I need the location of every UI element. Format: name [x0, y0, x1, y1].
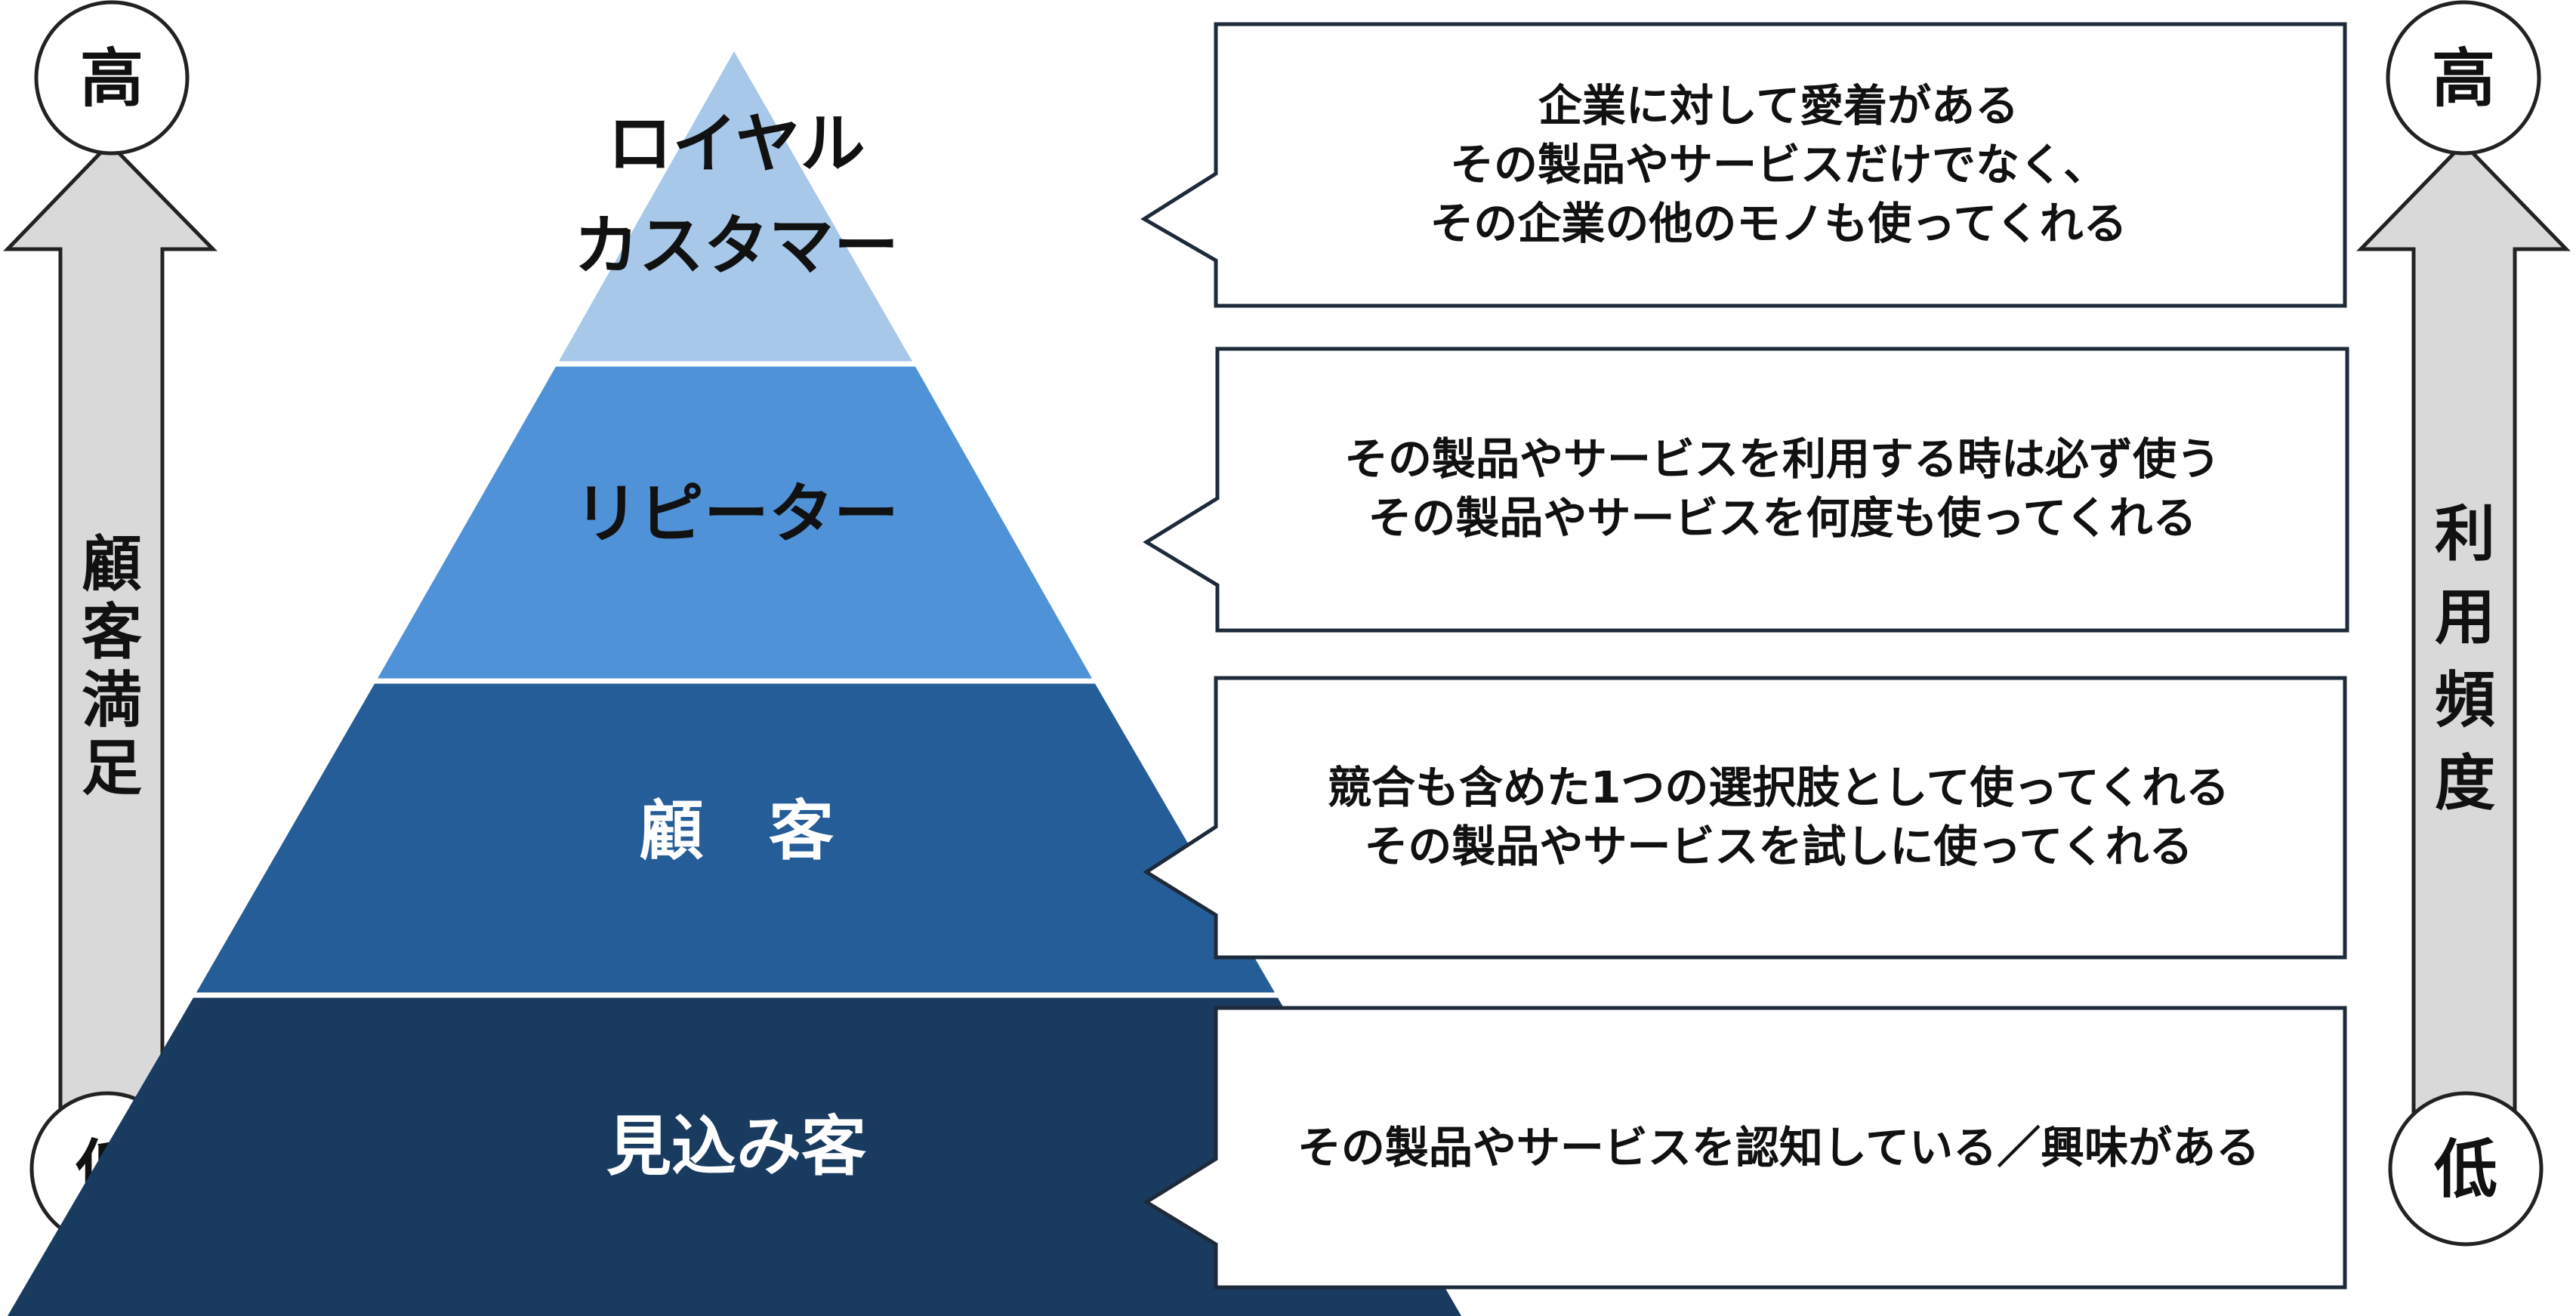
left-axis-high-circle: 高	[34, 0, 190, 156]
callout-loyal: 企業に対して愛着がある その製品やサービスだけでなく、 その企業の他のモノも使っ…	[1140, 22, 2347, 308]
right-axis: 利 用 頻 度 高 低	[2356, 0, 2571, 1247]
tier-label-loyal-line1: ロイヤル	[607, 106, 865, 182]
pyramid: ロイヤル カスタマー リピーター 顧 客 見込み客	[8, 51, 1461, 1316]
right-axis-low-circle: 低	[2388, 1091, 2544, 1247]
callout-loyal-shape	[1140, 22, 2347, 308]
left-axis-label-char: 客	[82, 597, 142, 667]
tier-label-customer: 顧 客	[639, 794, 834, 869]
left-axis-label-char: 満	[82, 665, 142, 735]
tier-label-prospect: 見込み客	[606, 1109, 866, 1185]
left-axis-label: 顧 客 満 足	[82, 529, 142, 803]
right-axis-high-circle: 高	[2386, 0, 2541, 156]
callout-customer: 競合も含めた1つの選択肢として使ってくれる その製品やサービスを試しに使ってくれ…	[1143, 676, 2347, 960]
right-axis-label-char: 頻	[2435, 665, 2495, 735]
right-axis-high-label: 高	[2432, 42, 2495, 116]
pyramid-tier-customer	[195, 681, 1276, 995]
callout-customer-line: その製品やサービスを試しに使ってくれる	[1364, 821, 2192, 872]
right-axis-label-char: 利	[2435, 499, 2495, 569]
tier-label-repeater: リピーター	[574, 476, 899, 552]
right-axis-label-char: 度	[2435, 748, 2495, 818]
callout-prospect: その製品やサービスを認知している／興味がある	[1143, 1006, 2347, 1290]
left-axis-label-char: 足	[82, 733, 142, 803]
callout-loyal-line: その企業の他のモノも使ってくれる	[1430, 198, 2127, 249]
right-axis-label: 利 用 頻 度	[2435, 499, 2495, 818]
callout-customer-shape	[1143, 676, 2347, 960]
left-axis-arrow	[3, 140, 217, 1165]
callout-loyal-line: その製品やサービスだけでなく、	[1450, 139, 2107, 190]
callout-repeater: その製品やサービスを利用する時は必ず使う その製品やサービスを何度も使ってくれる	[1143, 347, 2349, 633]
callout-prospect-line: その製品やサービスを認知している／興味がある	[1297, 1122, 2260, 1173]
callout-repeater-shape	[1143, 347, 2349, 633]
callout-repeater-line: その製品やサービスを利用する時は必ず使う	[1344, 433, 2220, 485]
pyramid-tier-repeater	[376, 364, 1094, 681]
callout-prospect-shape	[1143, 1006, 2347, 1290]
left-axis-high-label: 高	[80, 42, 143, 116]
callout-customer-line: 競合も含めた1つの選択肢として使ってくれる	[1328, 762, 2229, 813]
pyramid-tier-top	[557, 51, 914, 364]
left-axis-label-char: 顧	[82, 529, 142, 599]
callout-loyal-line: 企業に対して愛着がある	[1538, 80, 2019, 131]
right-axis-low-label: 低	[2434, 1133, 2497, 1207]
callout-repeater-line: その製品やサービスを何度も使ってくれる	[1368, 492, 2196, 544]
pyramid-tier-bottom	[8, 995, 1461, 1316]
tier-label-loyal-line2: カスタマー	[574, 208, 899, 284]
right-axis-label-char: 用	[2435, 582, 2495, 652]
right-axis-arrow	[2356, 140, 2571, 1165]
